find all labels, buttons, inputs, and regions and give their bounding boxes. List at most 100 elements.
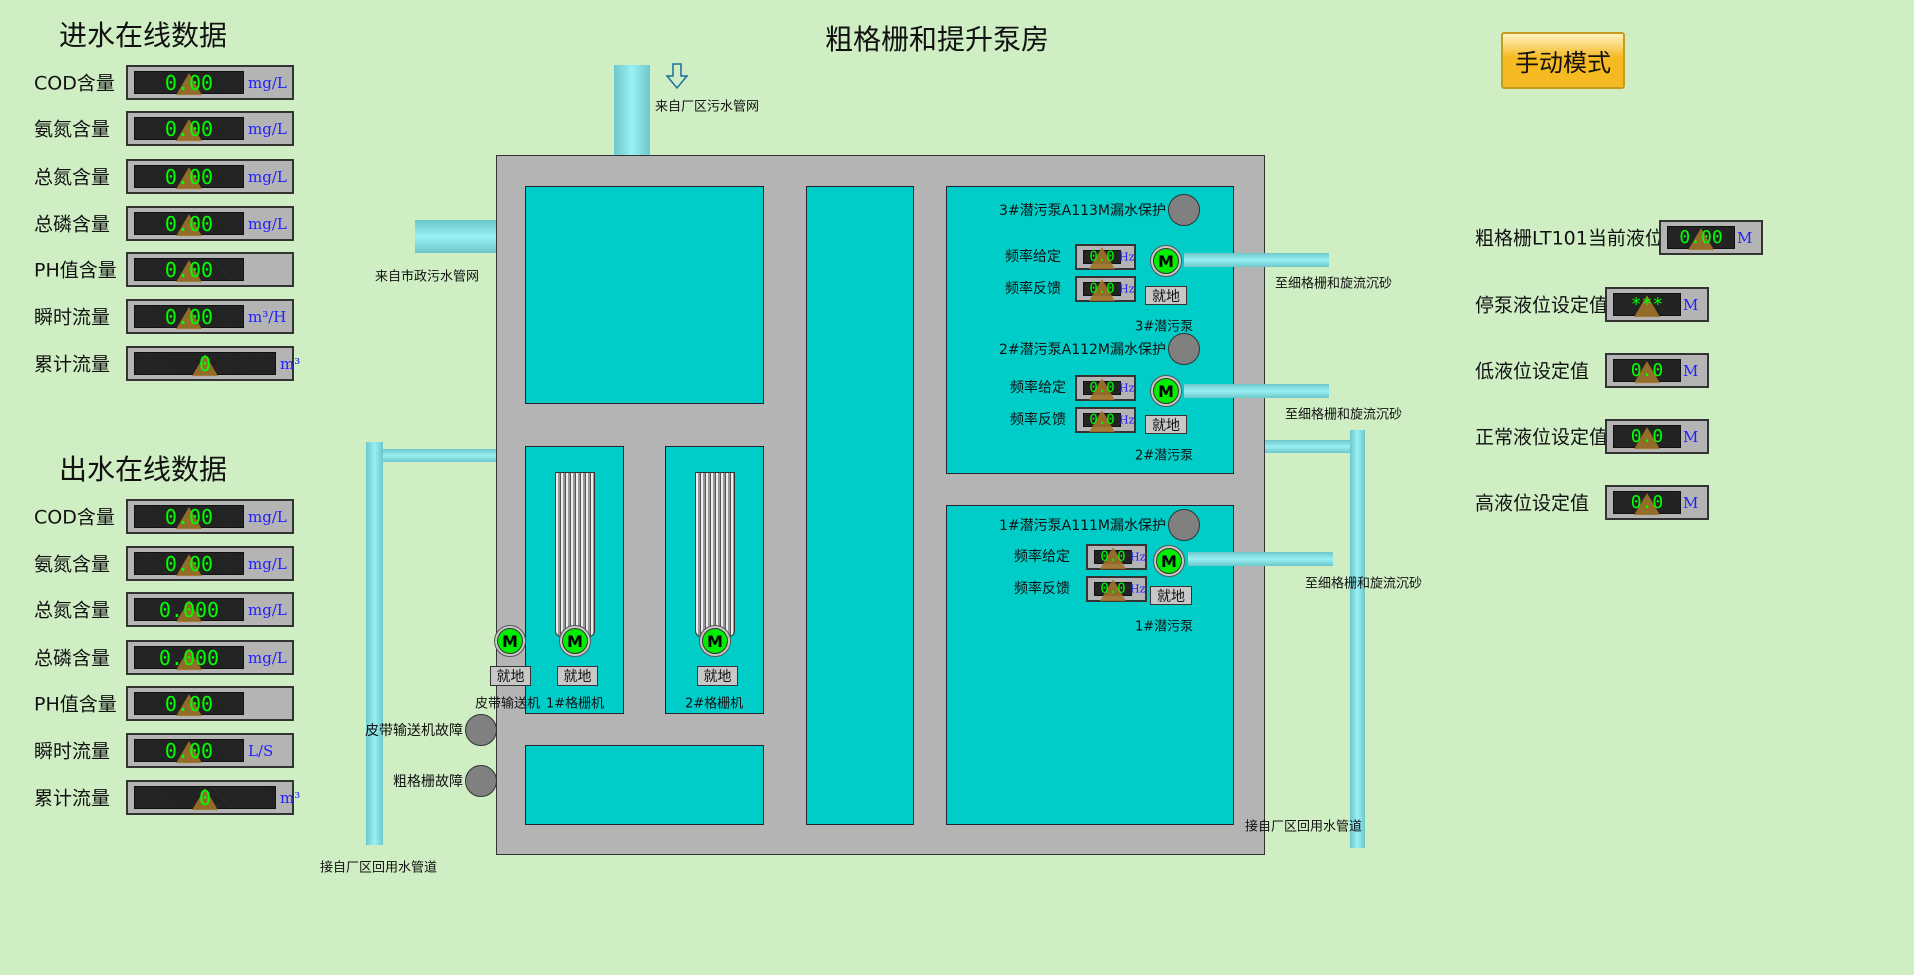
unit-label: M: [1683, 427, 1699, 446]
outlet-row-0: 0.00 mg/L: [126, 499, 294, 534]
local-button[interactable]: 就地: [1145, 286, 1187, 305]
leak-lamp: [1168, 333, 1200, 365]
outlet-row-5: 0.00 L/S: [126, 733, 294, 768]
freq-fb-label: 频率反馈: [1010, 412, 1066, 428]
freq-set-label: 频率给定: [1005, 249, 1061, 265]
value-readout: 0.0: [1089, 249, 1115, 265]
unit-label: mg/L: [248, 167, 287, 186]
local-button[interactable]: 就地: [557, 666, 598, 686]
value-readout: 0.00: [164, 738, 214, 763]
value-readout: 0.00: [1679, 227, 1723, 248]
local-button[interactable]: 就地: [490, 666, 531, 686]
value-readout: 0.00: [164, 211, 214, 236]
data-label: PH值含量: [34, 259, 117, 282]
value-readout: 0.0: [1630, 426, 1664, 447]
pump-name: 2#潜污泵: [1135, 448, 1194, 464]
warning-icon: [1634, 426, 1660, 449]
inlet-pipe-top: [614, 65, 650, 155]
level-label: 粗格栅LT101当前液位: [1475, 227, 1664, 250]
inlet-row-3: 0.00 mg/L: [126, 206, 294, 241]
value-readout: 0.0: [1630, 360, 1664, 381]
value-readout: 0.00: [164, 504, 214, 529]
unit-label: Hz: [1119, 413, 1135, 427]
level-label: 正常液位设定值: [1475, 426, 1609, 449]
warning-icon: [176, 647, 202, 670]
warning-icon: [1089, 279, 1115, 302]
warning-icon: [176, 693, 202, 716]
local-button[interactable]: 就地: [697, 666, 738, 686]
local-button[interactable]: 就地: [1145, 415, 1187, 434]
pipe-label: 接自厂区回用水管道: [320, 860, 438, 876]
level-label: 低液位设定值: [1475, 360, 1590, 383]
level-display-1: ***M: [1605, 287, 1709, 322]
warning-icon: [176, 599, 202, 622]
unit-label: m³: [280, 354, 301, 373]
tank-center-channel: [806, 186, 914, 825]
motor-icon[interactable]: M: [1150, 375, 1182, 407]
inlet-pipe-left: [415, 220, 496, 253]
data-label: 总磷含量: [34, 647, 111, 670]
motor-letter: M: [562, 628, 588, 654]
inlet-row-4: 0.00: [126, 252, 294, 287]
motor-icon[interactable]: M: [494, 625, 526, 657]
warning-icon: [176, 166, 202, 189]
data-label: 总氮含量: [34, 599, 111, 622]
unit-label: L/S: [248, 741, 274, 760]
warning-icon: [1688, 227, 1714, 250]
discharge-pipe: [1188, 552, 1333, 566]
unit-label: mg/L: [248, 554, 287, 573]
freq-set-label: 频率给定: [1014, 549, 1070, 565]
leak-label: 2#潜污泵A112M漏水保护: [998, 342, 1166, 358]
mode-button[interactable]: 手动模式: [1501, 32, 1625, 89]
inlet-row-6: 0 m³: [126, 346, 300, 381]
leak-label: 3#潜污泵A113M漏水保护: [998, 203, 1166, 219]
motor-icon[interactable]: M: [559, 625, 591, 657]
value-readout: 0: [198, 351, 212, 376]
pipe-label: 接自厂区回用水管道: [1245, 819, 1363, 835]
local-button[interactable]: 就地: [1150, 586, 1192, 605]
fault-lamp: [465, 765, 497, 797]
value-readout: 0.00: [164, 70, 214, 95]
fault-label: 粗格栅故障: [393, 774, 463, 790]
grate-name: 1#格栅机: [546, 696, 605, 712]
warning-icon: [1089, 410, 1115, 433]
unit-label: mg/L: [248, 507, 287, 526]
motor-letter: M: [1156, 548, 1182, 574]
warning-icon: [192, 353, 218, 376]
value-readout: 0.00: [164, 691, 214, 716]
level-label: 停泵液位设定值: [1475, 294, 1609, 317]
data-label: 瞬时流量: [34, 306, 111, 329]
motor-icon[interactable]: M: [699, 625, 731, 657]
warning-icon: [176, 118, 202, 141]
unit-label: M: [1737, 228, 1753, 247]
value-readout: 0.0: [1630, 492, 1664, 513]
grate-name: 皮带输送机: [475, 696, 541, 712]
warning-icon: [176, 740, 202, 763]
motor-letter: M: [1153, 248, 1179, 274]
leak-lamp: [1168, 509, 1200, 541]
reuse-pipe-left-h: [383, 449, 496, 462]
warning-icon: [176, 213, 202, 236]
value-readout: 0.00: [164, 116, 214, 141]
discharge-pipe: [1184, 384, 1329, 398]
motor-icon[interactable]: M: [1153, 545, 1185, 577]
pump-name: 3#潜污泵: [1135, 319, 1194, 335]
data-label: 总磷含量: [34, 213, 111, 236]
unit-label: m³: [280, 788, 301, 807]
value-readout: 0.000: [158, 597, 220, 622]
motor-icon[interactable]: M: [1150, 245, 1182, 277]
unit-label: mg/L: [248, 214, 287, 233]
data-label: 总氮含量: [34, 166, 111, 189]
unit-label: M: [1683, 295, 1699, 314]
level-display-3: 0.0 M: [1605, 419, 1709, 454]
warning-icon: [1089, 247, 1115, 270]
